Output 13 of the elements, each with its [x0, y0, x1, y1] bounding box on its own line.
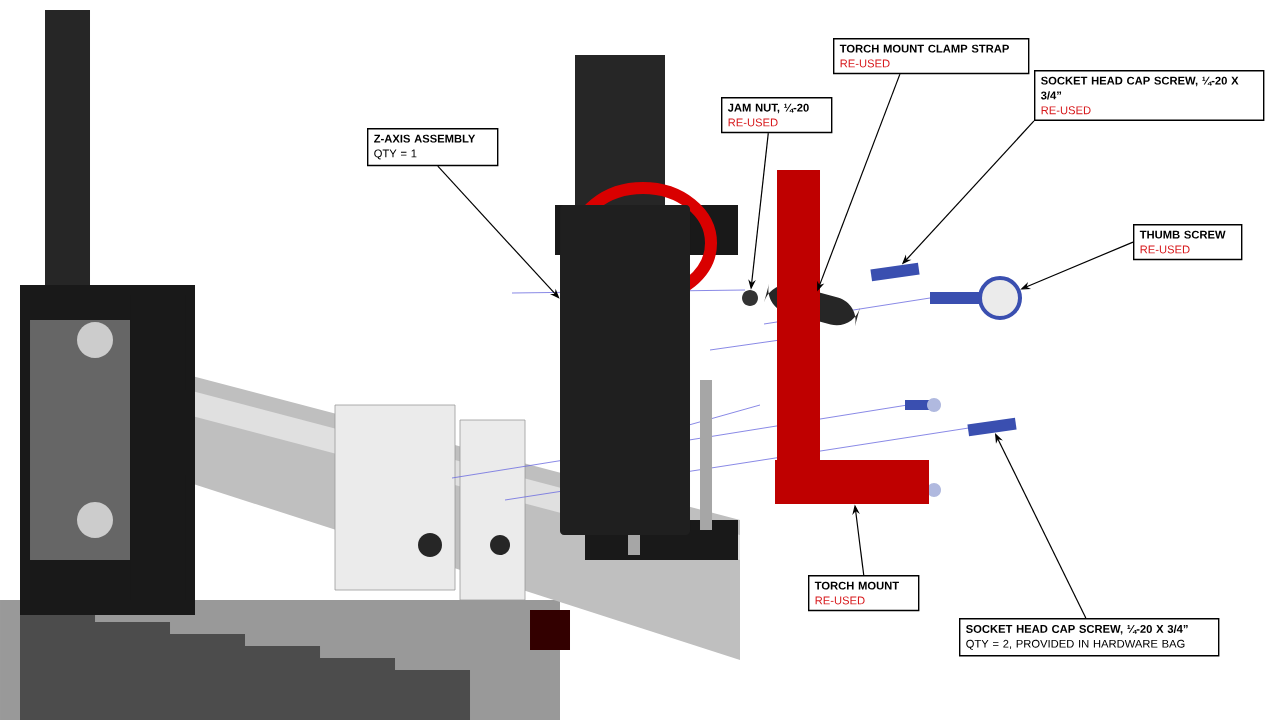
- cap-screw: [967, 417, 1017, 437]
- callout-box: SOCKET HEAD CAP SCREW, ¼-20 X 3/4” QTY = 2, PROVIDED IN HARDWARE BAG: [959, 618, 1220, 657]
- callout-box: TORCH MOUNT RE-USED: [808, 575, 920, 612]
- callout-box: THUMB SCREW RE-USED: [1133, 224, 1243, 261]
- z-axis-assembly: [560, 205, 712, 555]
- callout-box: Z-AXIS ASSEMBLY QTY = 1: [367, 128, 499, 167]
- callout-box: TORCH MOUNT CLAMP STRAP RE-USED: [833, 38, 1030, 75]
- callout-box: JAM NUT, ¼-20 RE-USED: [721, 97, 833, 134]
- torch-mount: [775, 170, 929, 504]
- callout-box: SOCKET HEAD CAP SCREW, ¼-20 X 3/4” RE-USED: [1034, 70, 1265, 121]
- thumb-screw: [930, 276, 1022, 320]
- jam-nut: [742, 290, 758, 306]
- leader-line: [437, 165, 560, 299]
